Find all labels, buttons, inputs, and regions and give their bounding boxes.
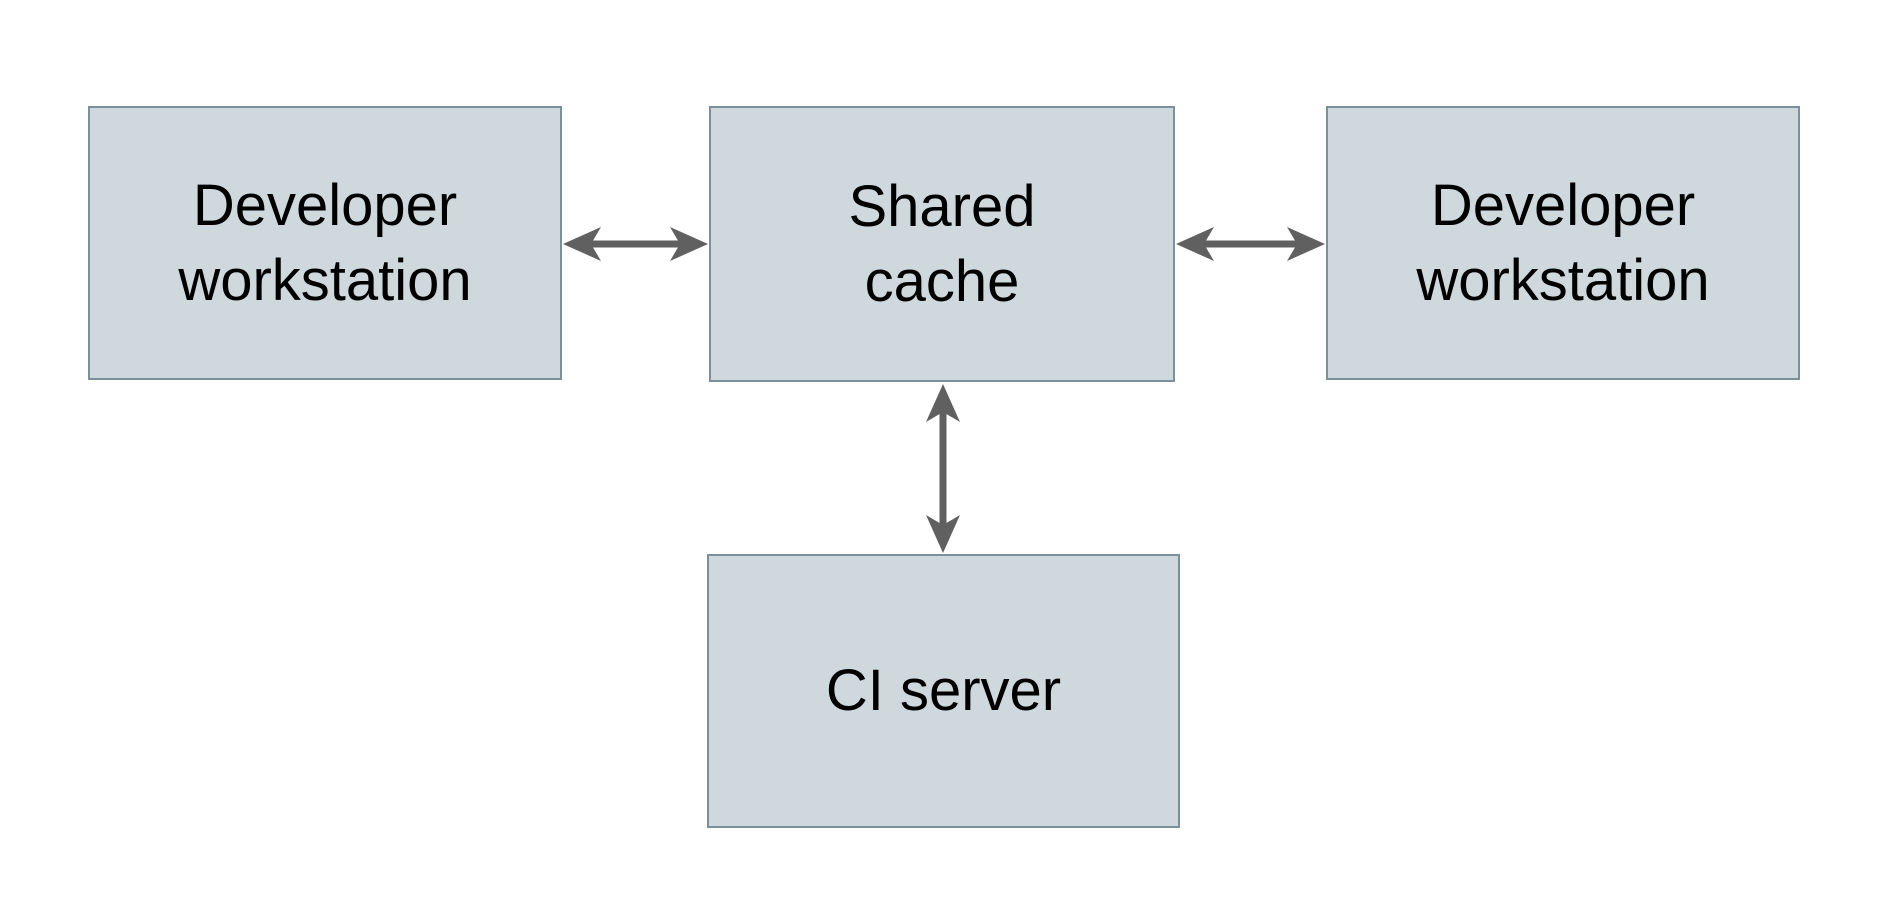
node-shared-cache: Shared cache bbox=[709, 106, 1175, 382]
node-developer-workstation-left-label: Developer workstation bbox=[178, 172, 472, 313]
bidirectional-arrow-vertical bbox=[926, 384, 960, 553]
node-developer-workstation-left: Developer workstation bbox=[88, 106, 562, 380]
node-developer-workstation-right: Developer workstation bbox=[1326, 106, 1800, 380]
node-developer-workstation-right-label: Developer workstation bbox=[1416, 172, 1710, 313]
node-ci-server: CI server bbox=[707, 554, 1180, 828]
node-shared-cache-label: Shared cache bbox=[848, 173, 1036, 314]
node-ci-server-label: CI server bbox=[825, 658, 1062, 724]
bidirectional-arrow-left bbox=[563, 227, 708, 261]
bidirectional-arrow-right bbox=[1176, 227, 1325, 261]
